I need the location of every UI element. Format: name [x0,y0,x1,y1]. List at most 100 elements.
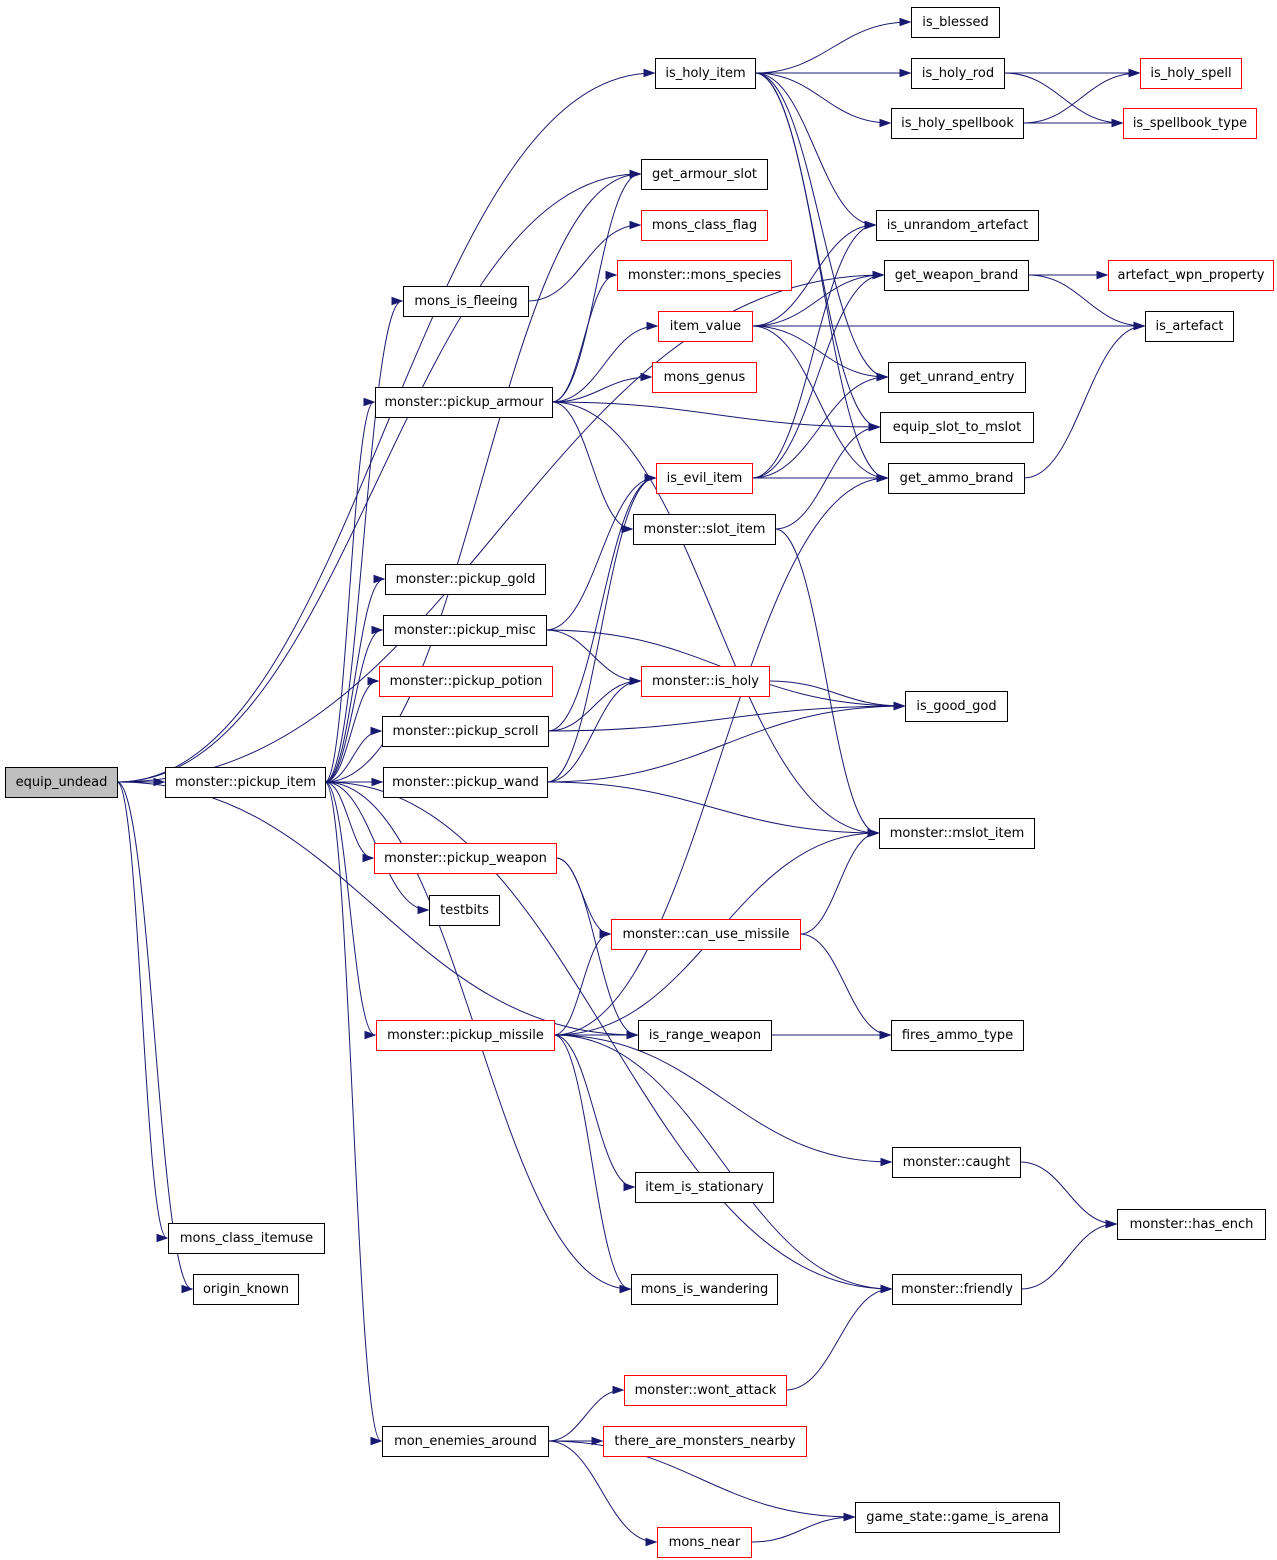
node-box-pickup-item [165,767,326,798]
node-label-is-spellbook-type: is_spellbook_type [1133,116,1247,131]
node-pickup-missile[interactable]: monster::pickup_missile [376,1020,555,1051]
node-is-holy-spell[interactable]: is_holy_spell [1140,58,1242,89]
node-slot-item[interactable]: monster::slot_item [633,514,776,545]
edge-is-evil-item-to-get-unrand-entry [751,376,888,479]
node-item-is-stationary[interactable]: item_is_stationary [635,1172,774,1203]
node-mslot-item[interactable]: monster::mslot_item [879,818,1035,849]
edge-mon-enemies-around-to-mons-near [547,1440,657,1543]
node-pickup-wand[interactable]: monster::pickup_wand [383,767,548,798]
node-fires-ammo-type[interactable]: fires_ammo_type [891,1020,1024,1051]
edge-pickup-item-to-pickup-gold [324,578,385,783]
arrowhead-mons-near-to-game-is-arena [843,1512,856,1522]
node-is-holy[interactable]: monster::is_holy [641,666,770,697]
arrowhead-pickup-armour-to-slot-item [621,524,634,534]
node-pickup-misc[interactable]: monster::pickup_misc [383,615,547,646]
node-box-mons-class-flag [641,210,768,241]
edge-pickup-armour-to-equip-slot-to-mslot [551,401,880,428]
node-there-are-monsters-nearby[interactable]: there_are_monsters_nearby [603,1426,807,1457]
node-box-mons-is-fleeing [403,286,529,317]
node-label-testbits: testbits [440,903,489,918]
arrowhead-pickup-item-to-pickup-gold [373,574,386,584]
edge-pickup-item-to-pickup-armour [324,401,375,783]
node-label-pickup-item: monster::pickup_item [175,775,316,790]
edge-pickup-item-to-mon-enemies-around [324,781,382,1442]
arrowhead-pickup-armour-to-mons-species [605,270,618,280]
node-mons-is-fleeing[interactable]: mons_is_fleeing [403,286,529,317]
node-is-range-weapon[interactable]: is_range_weapon [638,1020,772,1051]
node-pickup-scroll[interactable]: monster::pickup_scroll [382,716,549,747]
edge-pickup-weapon-to-is-range-weapon [555,857,638,1036]
node-pickup-potion[interactable]: monster::pickup_potion [379,666,553,697]
node-wont-attack[interactable]: monster::wont_attack [624,1375,787,1406]
node-item-value[interactable]: item_value [658,311,753,342]
node-is-holy-rod[interactable]: is_holy_rod [911,58,1005,89]
edge-mon-enemies-around-to-game-is-arena [547,1440,855,1518]
node-label-pickup-wand: monster::pickup_wand [392,775,539,790]
node-has-ench[interactable]: monster::has_ench [1117,1209,1266,1240]
node-mons-class-flag[interactable]: mons_class_flag [641,210,768,241]
node-box-is-artefact [1145,311,1234,342]
node-box-is-holy-rod [911,58,1005,89]
arrowhead-pickup-missile-to-item-is-stationary [623,1182,636,1192]
node-mon-enemies-around[interactable]: mon_enemies_around [382,1426,549,1457]
node-pickup-item[interactable]: monster::pickup_item [165,767,326,798]
arrowhead-pickup-item-to-pickup-wand [371,777,384,787]
node-get-unrand-entry[interactable]: get_unrand_entry [888,362,1026,393]
node-testbits[interactable]: testbits [429,895,500,926]
edge-is-holy-item-to-get-unrand-entry [754,72,888,378]
node-artefact-wpn-property[interactable]: artefact_wpn_property [1108,260,1274,291]
node-box-game-is-arena [855,1502,1060,1533]
node-pickup-gold[interactable]: monster::pickup_gold [385,564,546,595]
node-friendly[interactable]: monster::friendly [892,1274,1022,1305]
node-box-pickup-missile [376,1020,555,1051]
edge-slot-item-to-equip-slot-to-mslot [774,426,880,530]
edge-item-value-to-get-ammo-brand [751,325,888,479]
edge-is-holy-item-to-is-blessed [754,21,911,74]
node-is-holy-item[interactable]: is_holy_item [655,58,756,89]
node-is-evil-item[interactable]: is_evil_item [656,463,753,494]
node-equip-slot-to-mslot[interactable]: equip_slot_to_mslot [880,412,1034,443]
node-label-equip-undead: equip_undead [16,775,108,790]
node-box-is-unrandom-artefact [876,210,1039,241]
node-caught[interactable]: monster::caught [892,1147,1021,1178]
node-is-blessed[interactable]: is_blessed [911,7,1000,38]
node-label-mons-species: monster::mons_species [628,268,782,283]
node-label-mon-enemies-around: mon_enemies_around [394,1434,537,1449]
node-box-mslot-item [879,818,1035,849]
node-mons-is-wandering[interactable]: mons_is_wandering [631,1274,778,1305]
node-mons-near[interactable]: mons_near [657,1527,752,1558]
node-get-armour-slot[interactable]: get_armour_slot [641,159,768,190]
node-mons-class-itemuse[interactable]: mons_class_itemuse [168,1223,325,1254]
edge-pickup-item-to-get-armour-slot [324,173,641,783]
node-game-is-arena[interactable]: game_state::game_is_arena [855,1502,1060,1533]
arrowhead-equip-undead-to-pickup-item [153,777,166,787]
node-can-use-missile[interactable]: monster::can_use_missile [611,919,801,950]
node-label-mons-is-fleeing: mons_is_fleeing [414,294,517,309]
arrowhead-pickup-missile-to-mons-is-wandering [619,1284,632,1294]
node-is-good-god[interactable]: is_good_god [905,691,1008,722]
node-box-artefact-wpn-property [1108,260,1274,291]
node-get-weapon-brand[interactable]: get_weapon_brand [884,260,1029,291]
node-box-mons-genus [652,362,757,393]
edge-pickup-scroll-to-is-good-god [547,705,905,732]
node-is-holy-spellbook[interactable]: is_holy_spellbook [891,108,1024,139]
edge-pickup-armour-to-mslot-item [551,401,879,834]
node-get-ammo-brand[interactable]: get_ammo_brand [888,463,1025,494]
arrowhead-pickup-missile-to-caught [880,1157,893,1167]
node-box-origin-known [193,1274,299,1305]
node-pickup-weapon[interactable]: monster::pickup_weapon [374,843,557,874]
node-mons-species[interactable]: monster::mons_species [617,260,792,291]
node-pickup-armour[interactable]: monster::pickup_armour [375,387,553,418]
node-origin-known[interactable]: origin_known [193,1274,299,1305]
edge-item-value-to-get-unrand-entry [751,325,888,378]
edge-pickup-missile-to-item-is-stationary [553,1034,635,1188]
node-is-unrandom-artefact[interactable]: is_unrandom_artefact [876,210,1039,241]
node-is-spellbook-type[interactable]: is_spellbook_type [1123,108,1257,139]
edge-pickup-scroll-to-is-evil-item [547,477,656,732]
node-equip-undead[interactable]: equip_undead [5,767,118,798]
node-box-mons-near [657,1527,752,1558]
node-mons-genus[interactable]: mons_genus [652,362,757,393]
edge-pickup-misc-to-is-holy [545,629,641,682]
node-is-artefact[interactable]: is_artefact [1145,311,1234,342]
